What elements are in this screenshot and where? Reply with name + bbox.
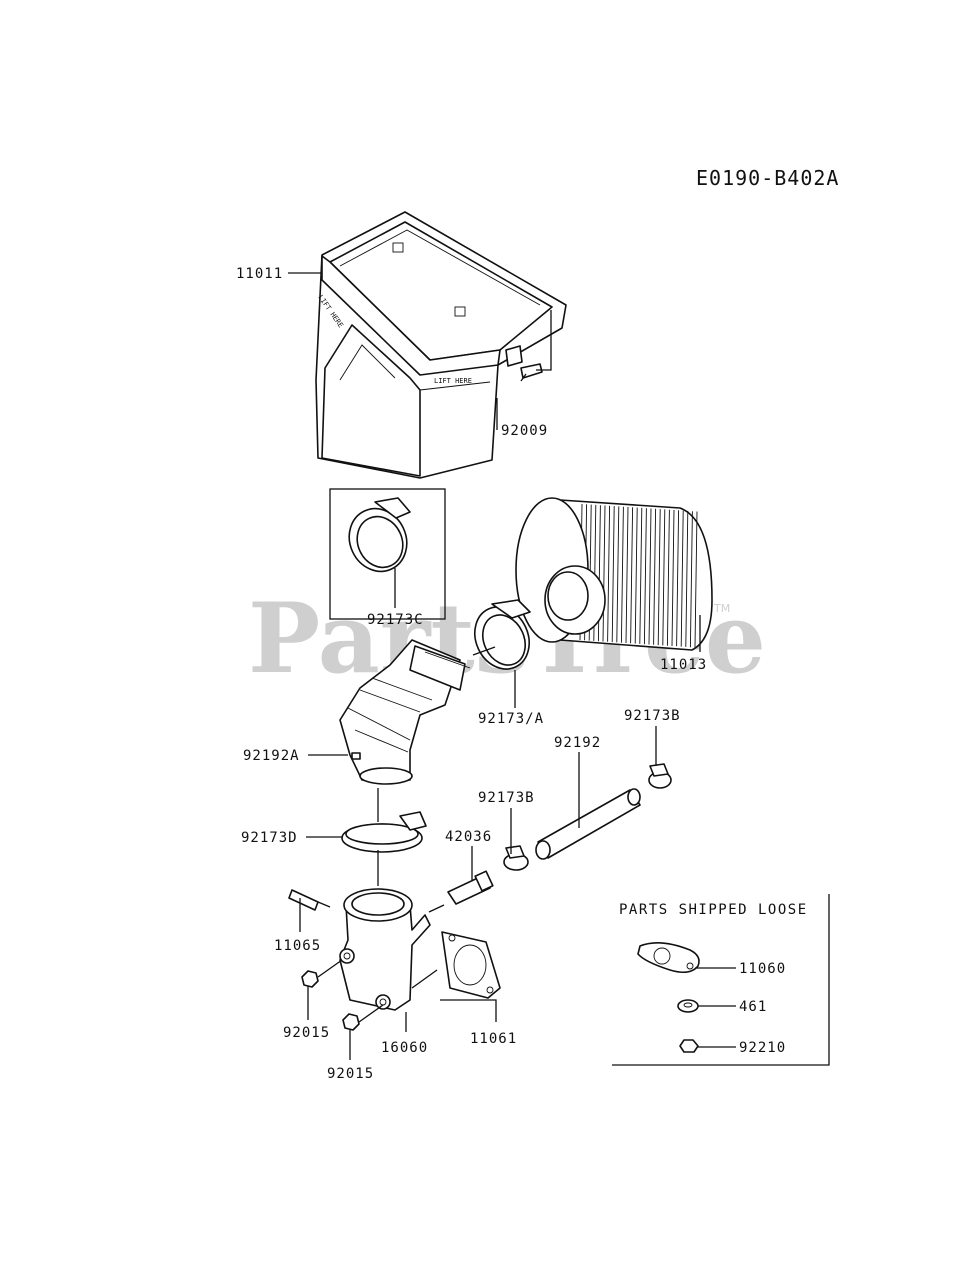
label-92009: 92009 bbox=[501, 423, 548, 439]
filter-pleat bbox=[676, 510, 680, 647]
filter-pleat bbox=[685, 510, 689, 647]
label-92173C: 92173C bbox=[367, 612, 424, 628]
watermark-trademark: TM bbox=[713, 602, 730, 615]
clamp-92173B-lower bbox=[503, 845, 529, 871]
filter-pleat bbox=[639, 507, 643, 644]
clamp-inset-box bbox=[329, 488, 446, 620]
label-92015-b: 92015 bbox=[327, 1066, 374, 1082]
label-92173B-upper: 92173B bbox=[624, 708, 681, 724]
filter-pleat bbox=[607, 505, 611, 642]
lift-here-text-front: LIFT HERE bbox=[434, 377, 472, 385]
elbow-hose-92192A bbox=[339, 639, 471, 785]
nut-92210 bbox=[679, 1039, 699, 1053]
label-11061: 11061 bbox=[470, 1031, 517, 1047]
nut-92015-a bbox=[301, 970, 319, 988]
clamp-92173D bbox=[341, 811, 427, 853]
filter-pleat bbox=[666, 509, 670, 646]
label-461: 461 bbox=[739, 999, 767, 1015]
label-11065: 11065 bbox=[274, 938, 321, 954]
part-labels: 11011 92009 92173C 11013 92173/A 92192A … bbox=[236, 266, 786, 1082]
clamp-92173B-upper bbox=[648, 763, 672, 789]
filter-pleat bbox=[648, 508, 652, 645]
filter-pleat bbox=[634, 507, 638, 644]
diagram-code: E0190-B402A bbox=[696, 166, 839, 190]
label-92192A: 92192A bbox=[243, 748, 300, 764]
air-filter-element bbox=[515, 497, 713, 651]
label-16060: 16060 bbox=[381, 1040, 428, 1056]
filter-pleat bbox=[602, 505, 606, 642]
label-11060: 11060 bbox=[739, 961, 786, 977]
parts-shipped-loose: PARTS SHIPPED LOOSE bbox=[612, 894, 830, 1066]
washer-461 bbox=[677, 999, 699, 1013]
filter-pleat bbox=[611, 506, 615, 643]
clamp-92173C bbox=[348, 497, 411, 573]
intake-fitting-16060 bbox=[339, 888, 431, 1011]
filter-pleat bbox=[653, 508, 657, 645]
label-92015-a: 92015 bbox=[283, 1025, 330, 1041]
hose-92192 bbox=[535, 788, 641, 860]
label-11011: 11011 bbox=[236, 266, 283, 282]
label-11013: 11013 bbox=[660, 657, 707, 673]
filter-pleat bbox=[662, 509, 666, 646]
filter-pleat bbox=[689, 511, 693, 648]
filter-pleat bbox=[620, 506, 624, 643]
label-42036: 42036 bbox=[445, 829, 492, 845]
filter-pleat bbox=[643, 508, 647, 645]
label-92173B-lower: 92173B bbox=[478, 790, 535, 806]
filter-pleat bbox=[657, 509, 661, 646]
label-92173A: 92173/A bbox=[478, 711, 544, 727]
nipple-42036 bbox=[447, 870, 494, 905]
filter-pleat bbox=[671, 509, 675, 647]
leader-lines bbox=[288, 272, 701, 1060]
filter-pleat bbox=[680, 510, 684, 647]
air-cleaner-cover: LIFT HERE LIFT HERE bbox=[315, 211, 567, 479]
clamp-92173A bbox=[474, 599, 531, 670]
filter-pleat bbox=[616, 506, 620, 643]
screw-92009 bbox=[520, 363, 543, 382]
gasket-11060 bbox=[637, 942, 700, 974]
gasket-11061 bbox=[441, 931, 501, 999]
label-92210: 92210 bbox=[739, 1040, 786, 1056]
pin-11065 bbox=[288, 889, 319, 911]
filter-pleat bbox=[694, 511, 698, 648]
parts-loose-title: PARTS SHIPPED LOOSE bbox=[619, 902, 808, 918]
filter-pleat bbox=[625, 506, 629, 644]
label-92173D: 92173D bbox=[241, 830, 298, 846]
filter-pleat bbox=[630, 507, 634, 644]
label-92192: 92192 bbox=[554, 735, 601, 751]
nut-92015-b bbox=[342, 1013, 360, 1031]
